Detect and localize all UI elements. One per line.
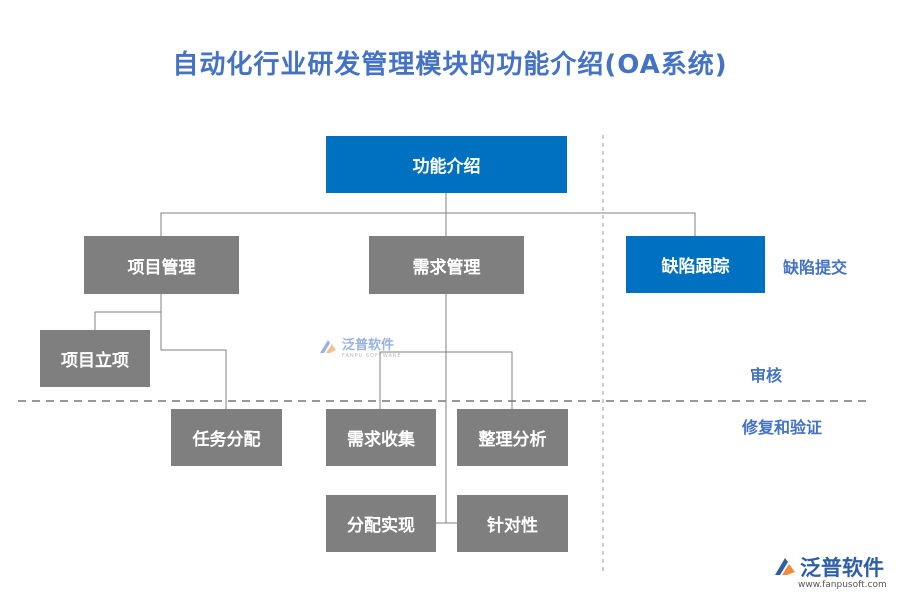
fanpu-logo-icon — [320, 339, 336, 353]
defect-submit-label: 缺陷提交 — [783, 258, 848, 277]
watermark-center-text: 泛普软件 — [342, 338, 395, 353]
implementation-node: 分配实现 — [326, 495, 436, 552]
root-node: 功能介绍 — [326, 136, 567, 193]
watermark-bottom-right: 泛普软件 www.fanpusoft.com — [772, 552, 887, 590]
task-assign-node: 任务分配 — [171, 409, 282, 466]
fanpu-logo-icon — [775, 558, 795, 575]
watermark-center-en: FANPU SOFTWARE — [342, 353, 402, 359]
project-setup-connector — [94, 294, 162, 330]
watermark-center: 泛普软件 FANPU SOFTWARE — [316, 334, 402, 359]
task-assign-connector — [160, 312, 227, 409]
watermark-url: www.fanpusoft.com — [798, 580, 887, 590]
page-title: 自动化行业研发管理模块的功能介绍(OA系统) — [172, 50, 728, 80]
targeted-node: 针对性 — [457, 495, 568, 552]
analysis-connector — [446, 351, 513, 409]
req-collect-connector — [379, 294, 447, 409]
requirement-collect-node: 需求收集 — [326, 409, 436, 466]
requirement-management-node: 需求管理 — [369, 236, 524, 294]
watermark-brand-text: 泛普软件 — [800, 556, 884, 580]
project-setup-node: 项目立项 — [40, 330, 150, 387]
review-label: 审核 — [750, 366, 783, 385]
level1-bus — [160, 212, 696, 236]
analysis-node: 整理分析 — [457, 409, 568, 466]
project-management-node: 项目管理 — [84, 236, 239, 294]
fix-verify-label: 修复和验证 — [742, 418, 823, 437]
defect-tracking-node: 缺陷跟踪 — [626, 236, 765, 293]
